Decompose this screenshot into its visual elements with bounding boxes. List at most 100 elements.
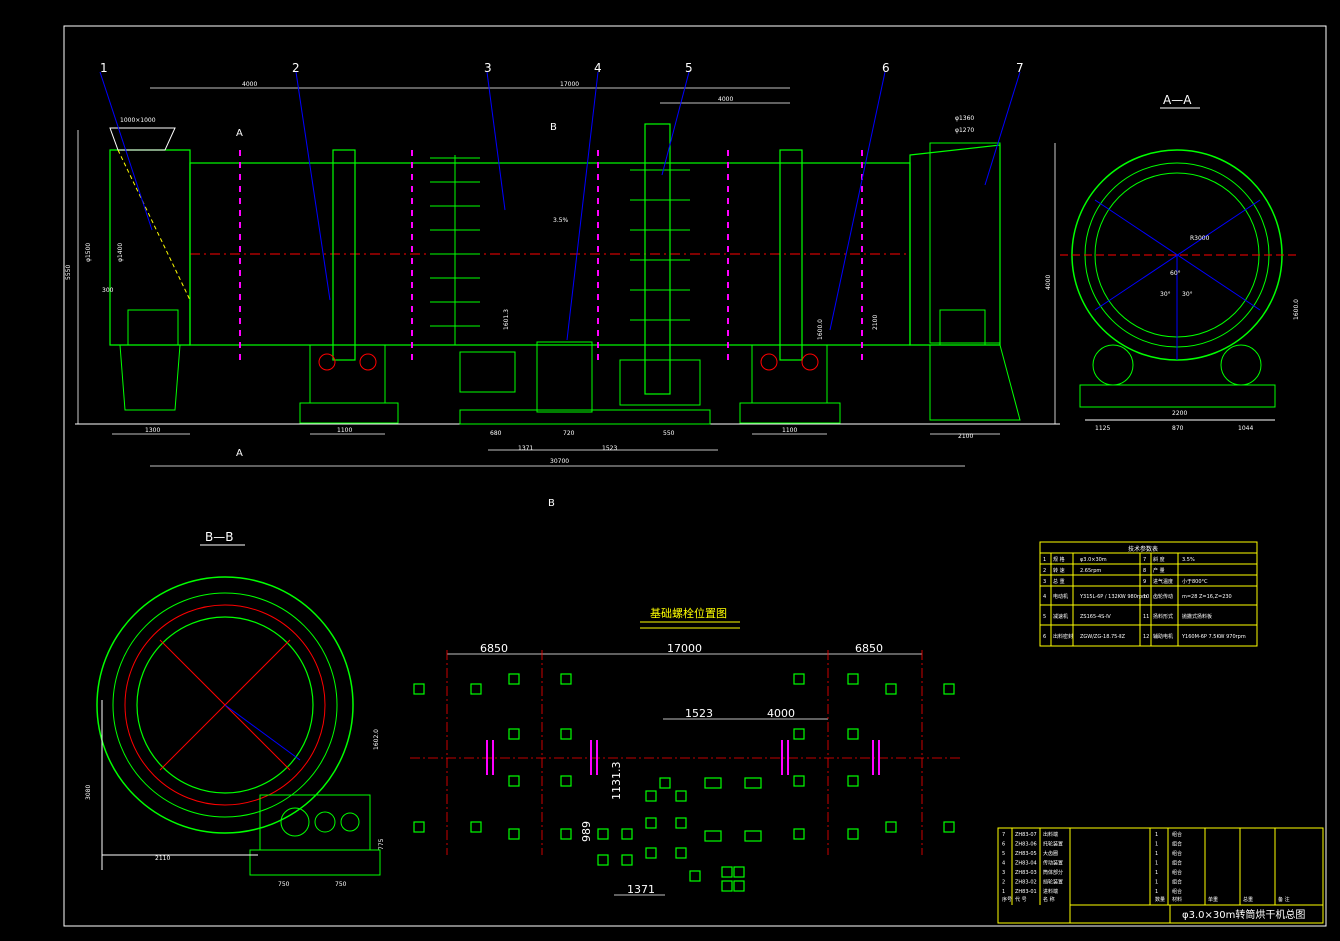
section-bb-view: B—B 2110 750 750 3080 775 1602.0	[85, 530, 385, 888]
bom-cell: 5	[1002, 851, 1005, 857]
fd-dim-1371: 1371	[627, 883, 655, 896]
bom-cell: 组合	[1172, 869, 1182, 876]
aa-dim-r: R3000	[1190, 235, 1210, 242]
callout-6: 6	[882, 61, 890, 75]
dim-b-1371: 1371	[518, 445, 533, 452]
bom-cell: 组合	[1172, 888, 1182, 895]
bom-cell: 7	[1002, 832, 1005, 838]
spec-cell: 进气温度	[1153, 578, 1173, 585]
spec-cell: 小于800°C	[1182, 578, 1208, 585]
dim-phi1500: φ1500	[85, 243, 92, 262]
aa-dim-2200: 2200	[1172, 410, 1187, 417]
dim-phi1360: φ1360	[955, 115, 974, 122]
callout-5: 5	[685, 61, 693, 75]
bom-cell: 2	[1002, 880, 1005, 886]
dim-phi1270: φ1270	[955, 127, 974, 134]
spec-cell: ZGW/ZG-18.75-ⅡZ	[1080, 634, 1126, 640]
bom-cell: ZH83-05	[1015, 851, 1037, 857]
fd-dim-17000: 17000	[667, 642, 702, 655]
main-elevation-view: 1 2 3 4 5 6 7 4000 17000 4000 1300 1100 …	[65, 61, 1060, 509]
dim-b-550: 550	[663, 430, 675, 437]
bom-header-cell: 名 称	[1043, 896, 1055, 903]
dim-b-1100a: 1100	[337, 427, 352, 434]
dim-top-right: 4000	[718, 96, 733, 103]
spec-cell: 9	[1143, 579, 1146, 585]
aa-dim-1600: 1600.0	[1293, 299, 1300, 320]
spec-cell: 出料密封	[1053, 633, 1073, 640]
bom-header-cell: 代 号	[1015, 896, 1027, 903]
slope-label: 3.5%	[553, 217, 569, 224]
spec-cell: m=28 Z=16,Z=230	[1182, 594, 1232, 600]
bom-cell: 1	[1155, 889, 1158, 895]
callout-4: 4	[594, 61, 602, 75]
bom-cell: 大齿圈	[1043, 850, 1058, 857]
bom-header-cell: 数量	[1155, 896, 1165, 903]
spec-cell: φ3.0×30m	[1080, 557, 1107, 563]
spec-cell: 产 量	[1153, 567, 1165, 574]
bb-dim-1602: 1602.0	[373, 729, 380, 750]
bom-cell: 1	[1002, 889, 1005, 895]
bom-cell: 4	[1002, 861, 1005, 867]
spec-cell: 2	[1043, 568, 1046, 574]
spec-cell: 7	[1143, 557, 1146, 563]
spec-cell: 扬料形式	[1153, 613, 1173, 620]
cut-b-top: B	[550, 122, 557, 133]
bom-cell: 组合	[1172, 860, 1182, 867]
bom-cell: 组合	[1172, 841, 1182, 848]
aa-dim-30a: 30°	[1160, 291, 1171, 298]
bom-cell: 1	[1155, 842, 1158, 848]
spec-cell: 6	[1043, 634, 1046, 640]
aa-dim-30b: 30°	[1182, 291, 1193, 298]
bb-dim-750b: 750	[335, 881, 347, 888]
spec-cell: 8	[1143, 568, 1146, 574]
dim-b-720: 720	[563, 430, 575, 437]
bom-header-cell: 单重	[1208, 896, 1218, 903]
bom-cell: 1	[1155, 870, 1158, 876]
dim-5550: 5550	[65, 265, 72, 280]
callout-1: 1	[100, 61, 108, 75]
tyre-right	[779, 149, 803, 361]
fd-dim-1523: 1523	[685, 707, 713, 720]
dim-top-left: 4000	[242, 81, 257, 88]
girth-gear	[644, 123, 671, 395]
dim-300: 300	[102, 287, 114, 294]
dim-b-1523: 1523	[602, 445, 617, 452]
section-bb-title: B—B	[205, 530, 233, 544]
bb-dim-750a: 750	[278, 881, 290, 888]
bom-header-cell: 备 注	[1278, 896, 1290, 903]
fd-dim-1131: 1131.3	[610, 762, 623, 801]
bom-cell: 1	[1155, 861, 1158, 867]
bom-cell: ZH83-04	[1015, 861, 1037, 867]
reducer	[536, 341, 593, 413]
dim-1600: 1600.0	[817, 319, 824, 340]
spec-cell: 减速机	[1053, 613, 1068, 620]
spec-cell: 12	[1143, 634, 1149, 640]
support-base-2	[739, 402, 841, 424]
dim-b-2100: 2100	[958, 433, 973, 440]
fd-dim-989: 989	[580, 821, 593, 842]
anchor-bolts	[413, 673, 955, 892]
bom-cell: ZH83-02	[1015, 880, 1037, 886]
spec-cell: Y315L-6P / 132KW 980rpm	[1079, 594, 1147, 600]
spec-cell: 规 格	[1053, 556, 1065, 563]
bom-cell: 筒体部分	[1043, 869, 1063, 876]
outlet-hood	[909, 144, 1001, 346]
dim-1601: 1601.3	[503, 309, 510, 330]
callout-7: 7	[1016, 61, 1024, 75]
dim-b-1300: 1300	[145, 427, 160, 434]
feed-chute	[109, 127, 176, 151]
spec-cell: 2.65rpm	[1080, 568, 1101, 574]
bom-cell: ZH83-03	[1015, 870, 1037, 876]
bom-cell: 组合	[1172, 850, 1182, 857]
spec-cell: 辅助电机	[1153, 633, 1173, 640]
motor	[459, 351, 516, 393]
bom-cell: 出料端	[1043, 831, 1058, 838]
dim-b-1100b: 1100	[782, 427, 797, 434]
dim-b-680: 680	[490, 430, 502, 437]
bom-cell: 传动装置	[1043, 860, 1063, 867]
bom-cell: 挡轮装置	[1043, 879, 1063, 886]
spec-cell: 齿轮传动	[1153, 593, 1173, 600]
dim-phi1400: φ1400	[117, 243, 124, 262]
